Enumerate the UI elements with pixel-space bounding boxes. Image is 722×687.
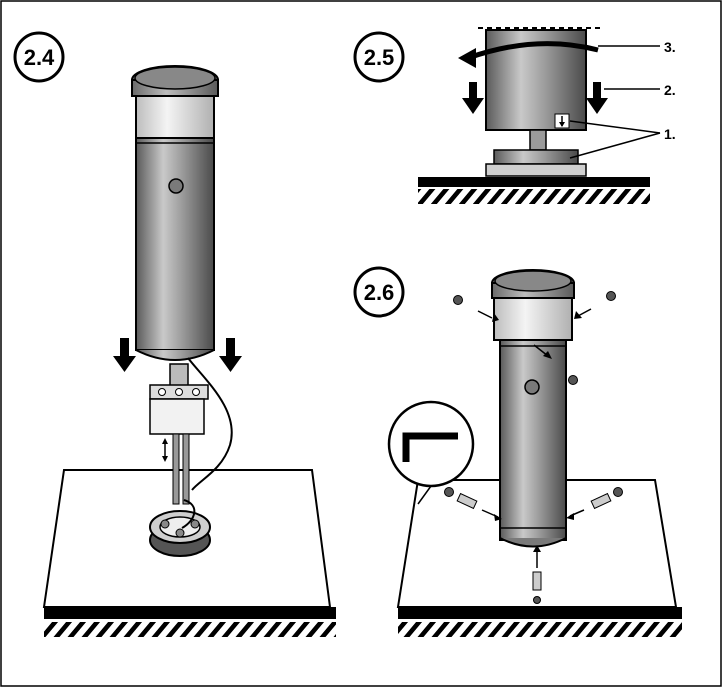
step-label-2-4: 2.4 — [24, 45, 55, 70]
callout-2-label: 2. — [664, 82, 676, 98]
rotate-arrow-icon — [458, 41, 599, 68]
bollard-2-4 — [131, 65, 219, 361]
callout-3-label: 3. — [664, 39, 676, 55]
screw-icon — [453, 295, 499, 322]
ground-base-2-5 — [418, 149, 650, 204]
down-arrow-icon — [113, 338, 136, 372]
down-arrow-icon — [586, 82, 608, 114]
plug-connector-icon — [149, 357, 233, 505]
screw-icon — [574, 291, 616, 319]
step-2-4-panel: 2.4 — [13, 31, 336, 637]
callout-2: 2. — [604, 82, 676, 98]
step-label-2-5: 2.5 — [364, 45, 395, 70]
screw-icon — [444, 487, 502, 521]
screw-icon — [568, 375, 578, 385]
callout-1-label: 1. — [664, 126, 676, 142]
step-2-6-panel: 2.6 — [353, 266, 682, 637]
ground-socket-2-4 — [149, 499, 211, 557]
screw-icon — [532, 545, 542, 604]
screw-arrow — [533, 344, 552, 359]
step-2-5-panel: 2.5 — [353, 27, 676, 204]
step-badge-2-4: 2.4 — [13, 31, 65, 83]
callout-3: 3. — [598, 39, 676, 55]
step-badge-2-6: 2.6 — [353, 266, 405, 318]
screw-icon — [566, 487, 623, 520]
down-arrow-icon — [462, 82, 484, 114]
down-arrow-icon — [219, 338, 242, 372]
hex-key-icon — [387, 400, 475, 505]
step-label-2-6: 2.6 — [364, 280, 395, 305]
callout-1: 1. — [569, 120, 676, 159]
bollard-2-6 — [491, 269, 575, 548]
step-badge-2-5: 2.5 — [353, 31, 405, 83]
